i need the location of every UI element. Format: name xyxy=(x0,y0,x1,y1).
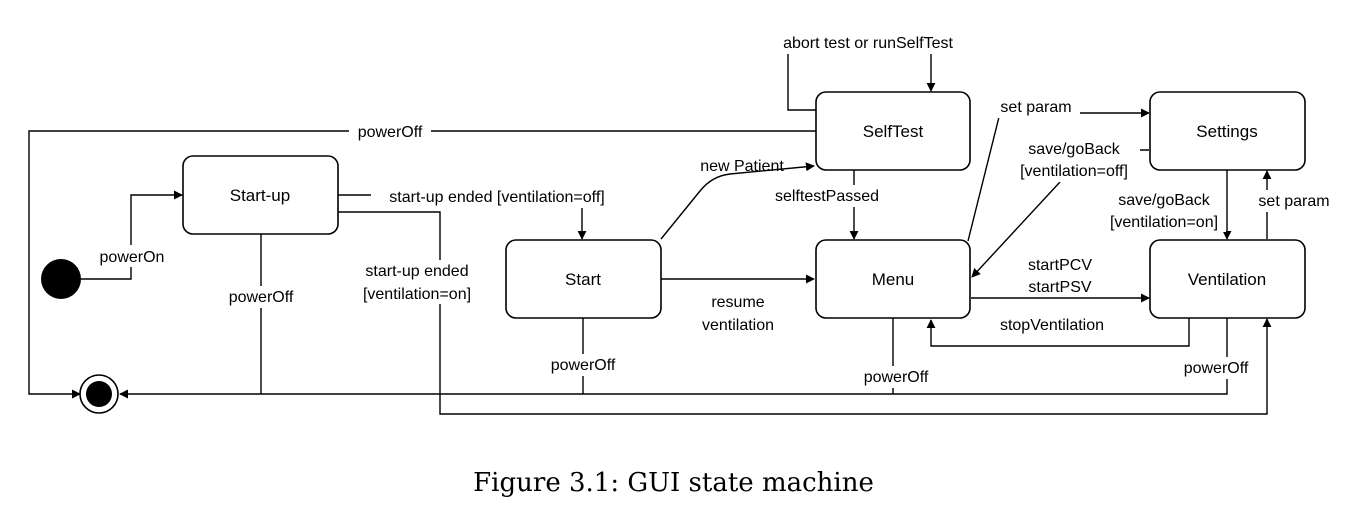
label-save-goback-vent-1: save/goBack xyxy=(1118,192,1211,209)
edge-stop-ventilation xyxy=(926,318,1190,347)
state-startup-label: Start-up xyxy=(230,186,290,205)
label-power-on: powerOn xyxy=(100,249,165,266)
label-new-patient: new Patient xyxy=(700,158,784,175)
figure-caption: Figure 3.1: GUI state machine xyxy=(473,468,874,498)
label-selftest-passed: selftestPassed xyxy=(775,188,879,205)
state-menu: Menu xyxy=(815,239,971,319)
label-start-psv: startPSV xyxy=(1028,279,1091,296)
label-save-goback-vent-2: [ventilation=on] xyxy=(1110,214,1218,231)
label-stop-ventilation: stopVentilation xyxy=(1000,317,1104,334)
initial-node xyxy=(41,259,81,299)
label-abort-test: abort test or runSelfTest xyxy=(783,35,953,52)
state-ventilation: Ventilation xyxy=(1149,239,1306,319)
state-selftest-label: SelfTest xyxy=(863,122,924,141)
state-startup: Start-up xyxy=(182,155,339,235)
state-machine-diagram: Start-up Start SelfTest Menu Settings Ve… xyxy=(28,35,1330,415)
label-save-goback-menu-2: [ventilation=off] xyxy=(1020,163,1128,180)
label-resume-2: ventilation xyxy=(702,317,774,334)
label-save-goback-menu-1: save/goBack xyxy=(1028,141,1121,158)
label-poweroff-ventilation: powerOff xyxy=(1184,360,1249,377)
label-startup-ended-on-1: start-up ended xyxy=(365,263,468,280)
edge-startup-ended-on xyxy=(338,211,1272,415)
label-poweroff-startup: powerOff xyxy=(229,289,294,306)
state-start-label: Start xyxy=(565,270,601,289)
state-start: Start xyxy=(505,239,662,319)
final-node xyxy=(79,374,119,414)
label-poweroff-start: powerOff xyxy=(551,357,616,374)
edge-poweroff-ventilation xyxy=(119,318,1228,399)
state-settings-label: Settings xyxy=(1196,122,1257,141)
label-startup-ended-on-2: [ventilation=on] xyxy=(363,286,471,303)
label-poweroff-selftest: powerOff xyxy=(358,124,423,141)
state-ventilation-label: Ventilation xyxy=(1188,270,1266,289)
edge-power-on xyxy=(78,190,183,280)
label-poweroff-menu: powerOff xyxy=(864,369,929,386)
label-set-param-menu: set param xyxy=(1000,99,1071,116)
label-resume-1: resume xyxy=(711,294,764,311)
edge-new-patient xyxy=(660,162,815,240)
state-menu-label: Menu xyxy=(872,270,915,289)
label-startup-ended-off: start-up ended [ventilation=off] xyxy=(389,189,604,206)
label-start-pcv: startPCV xyxy=(1028,257,1092,274)
state-selftest: SelfTest xyxy=(815,91,971,171)
state-settings: Settings xyxy=(1149,91,1306,171)
label-set-param-vent: set param xyxy=(1258,193,1329,210)
